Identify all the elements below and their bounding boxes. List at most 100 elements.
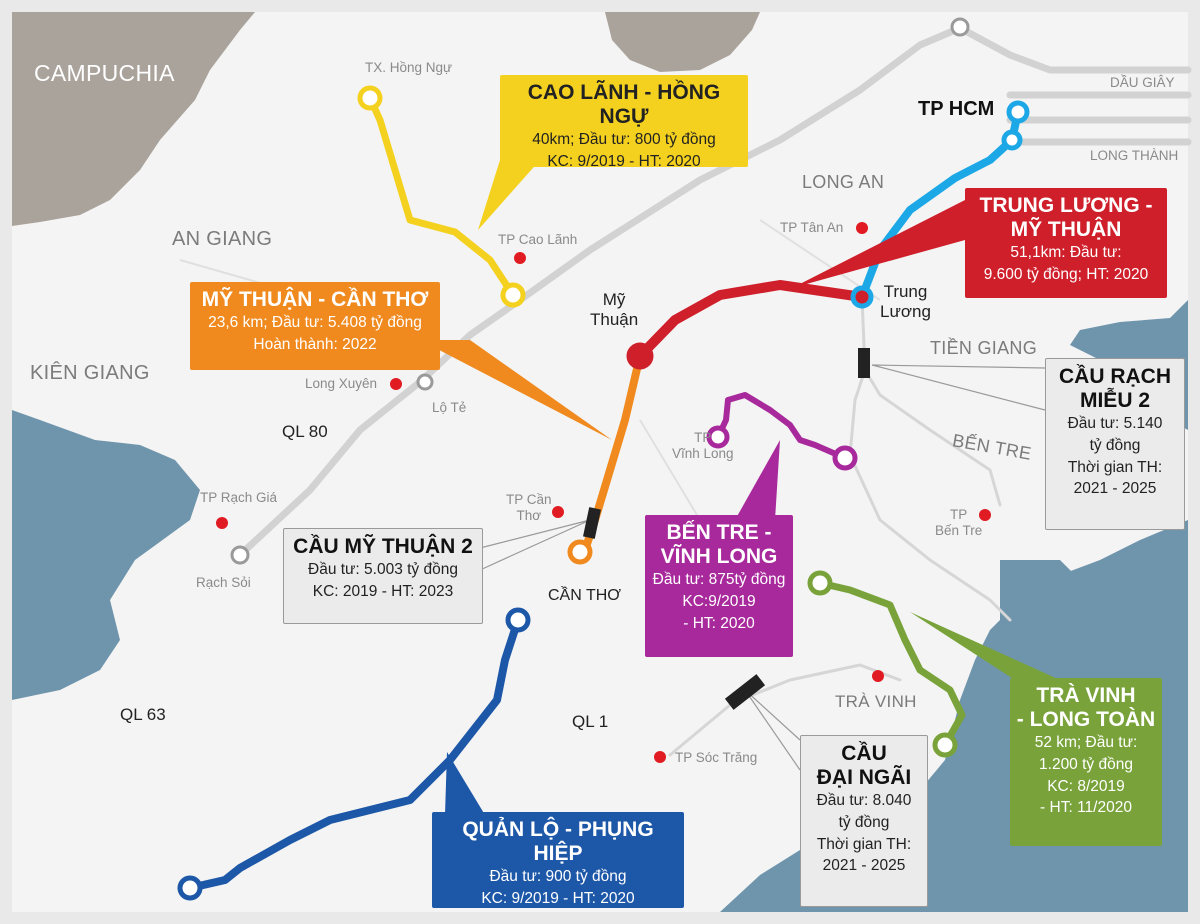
place-can-tho-city: TP Cần Thơ bbox=[506, 492, 552, 523]
project-detail: Thời gian TH: bbox=[1067, 458, 1163, 476]
city-dots bbox=[216, 222, 991, 763]
place-trung-luong-l1: Trung bbox=[883, 282, 928, 301]
route-tra-vinh-long-toan bbox=[816, 579, 966, 749]
place-vinh-long-l1: TP bbox=[694, 430, 712, 445]
project-cao-lanh-hong-ngu: CAO LÃNH - HỒNG NGỰ 40km; Đầu tư: 800 tỷ… bbox=[500, 75, 748, 170]
project-detail: Đầu tư: 8.040 bbox=[816, 792, 912, 810]
project-title-l1: BẾN TRE - bbox=[666, 521, 772, 544]
project-ben-tre-vinh-long: BẾN TRE - VĨNH LONG Đầu tư: 875tỷ đồng K… bbox=[645, 515, 793, 657]
project-detail: Hoàn thành: 2022 bbox=[253, 335, 377, 353]
pointer-trung-luong bbox=[792, 200, 965, 288]
place-vinh-long: TP Vĩnh Long bbox=[672, 430, 734, 461]
project-detail: 23,6 km; Đầu tư: 5.408 tỷ đồng bbox=[208, 314, 422, 332]
project-detail: 2021 - 2025 bbox=[822, 857, 906, 875]
place-can-tho: CẦN THƠ bbox=[548, 587, 621, 604]
project-detail: 52 km; Đầu tư: bbox=[1034, 734, 1138, 752]
project-cau-my-thuan-2: CẦU MỸ THUẬN 2 Đầu tư: 5.003 tỷ đồng KC:… bbox=[283, 528, 483, 624]
project-title: MỸ THUẬN - CẦN THƠ bbox=[201, 288, 429, 311]
place-cao-lanh: TP Cao Lãnh bbox=[498, 232, 578, 247]
place-soc-trang: TP Sóc Trăng bbox=[675, 750, 758, 765]
place-long-xuyen: Long Xuyên bbox=[305, 376, 378, 391]
project-detail: Đầu tư: 875tỷ đồng bbox=[652, 571, 786, 589]
project-title-l1: TRÀ VINH bbox=[1036, 684, 1136, 707]
pointer-tra-vinh bbox=[910, 612, 1060, 680]
project-title-l2: - LONG TOÀN bbox=[1016, 708, 1156, 732]
place-lo-te: Lộ Tẻ bbox=[432, 400, 467, 415]
place-hong-ngu: TX. Hồng Ngự bbox=[365, 60, 453, 75]
place-ben-tre-city-l1: TP bbox=[950, 507, 968, 522]
place-tp-hcm: TP HCM bbox=[918, 98, 995, 120]
place-trung-luong-l2: Lương bbox=[880, 301, 931, 321]
bridge-my-thuan-icon bbox=[583, 507, 601, 539]
place-vinh-long-l2: Vĩnh Long bbox=[672, 445, 734, 461]
route-ben-tre-vinh-long bbox=[715, 392, 848, 461]
pointer-cao-lanh bbox=[478, 160, 540, 230]
project-detail: 9.600 tỷ đồng; HT: 2020 bbox=[983, 265, 1149, 283]
project-detail: Đầu tư: 900 tỷ đồng bbox=[489, 868, 627, 886]
place-can-tho-city-l1: TP Cần bbox=[506, 492, 552, 507]
project-title: CẦU MỸ THUẬN 2 bbox=[293, 535, 473, 558]
region-tien-giang: TIỀN GIANG bbox=[930, 338, 1038, 358]
project-detail: 1.200 tỷ đồng bbox=[1039, 755, 1133, 773]
pointer-gray-lines bbox=[479, 364, 1046, 771]
place-dau-giay: DẦU GIÂY bbox=[1110, 75, 1175, 90]
project-title-l2: VĨNH LONG bbox=[660, 545, 778, 569]
pointer-quan-lo bbox=[445, 752, 485, 815]
project-detail: Thời gian TH: bbox=[816, 835, 912, 853]
project-title-l2: MIỄU 2 bbox=[1079, 389, 1150, 413]
place-rach-soi: Rạch Sỏi bbox=[196, 575, 251, 590]
project-detail: tỷ đồng bbox=[1089, 436, 1141, 454]
route-cao-lanh-hong-ngu bbox=[366, 94, 517, 299]
pointer-my-thuan-can-tho bbox=[420, 340, 612, 440]
project-title-l2: ĐẠI NGÃI bbox=[816, 766, 912, 790]
project-cau-rach-mieu-2: CẦU RẠCH MIỄU 2 Đầu tư: 5.140 tỷ đồng Th… bbox=[1045, 358, 1185, 530]
place-rach-gia: TP Rạch Giá bbox=[200, 490, 278, 505]
project-detail: KC: 8/2019 bbox=[1047, 777, 1125, 795]
project-detail: - HT: 11/2020 bbox=[1040, 799, 1132, 817]
place-my-thuan-l2: Thuận bbox=[590, 309, 639, 329]
place-my-thuan: Mỹ Thuận bbox=[590, 290, 638, 329]
project-detail: Đầu tư: 5.140 bbox=[1067, 415, 1163, 433]
project-detail: tỷ đồng bbox=[838, 813, 890, 831]
region-long-an: LONG AN bbox=[802, 172, 885, 192]
bridge-dai-ngai-icon bbox=[724, 674, 766, 710]
region-kien-giang: KIÊN GIANG bbox=[30, 362, 150, 384]
project-title-l1: CẦU bbox=[841, 742, 887, 765]
route-quan-lo-phung-hiep bbox=[186, 616, 522, 892]
road-ql80: QL 80 bbox=[282, 422, 328, 441]
bridge-icons bbox=[583, 348, 870, 710]
road-ql1: QL 1 bbox=[572, 712, 609, 731]
project-detail: 40km; Đầu tư: 800 tỷ đồng bbox=[532, 131, 716, 149]
project-title-l1: CẦU RẠCH bbox=[1059, 365, 1171, 388]
cambodia-area-2 bbox=[605, 12, 760, 72]
place-my-thuan-l1: Mỹ bbox=[602, 290, 626, 309]
road-network bbox=[236, 24, 1192, 559]
road-ql63: QL 63 bbox=[120, 705, 166, 724]
region-tra-vinh: TRÀ VINH bbox=[835, 692, 917, 711]
project-title-l1: TRUNG LƯƠNG - bbox=[979, 194, 1153, 217]
bridge-rach-mieu-icon bbox=[858, 348, 870, 378]
place-long-thanh: LONG THÀNH bbox=[1090, 148, 1179, 163]
pointer-ben-tre-vinh-long bbox=[735, 440, 780, 520]
cambodia-area bbox=[12, 12, 255, 226]
place-ben-tre-city-l2: Bến Tre bbox=[935, 522, 983, 538]
place-tan-an: TP Tân An bbox=[780, 220, 844, 235]
project-detail: 2021 - 2025 bbox=[1073, 480, 1157, 498]
project-detail: Đầu tư: 5.003 tỷ đồng bbox=[308, 561, 458, 579]
place-ben-tre-city: TP Bến Tre bbox=[935, 507, 982, 538]
project-detail: - HT: 2020 bbox=[683, 614, 755, 632]
project-trung-luong-my-thuan: TRUNG LƯƠNG - MỸ THUẬN 51,1km: Đầu tư: 9… bbox=[965, 188, 1167, 298]
project-title-l2: MỸ THUẬN bbox=[1010, 218, 1122, 242]
region-an-giang: AN GIANG bbox=[172, 228, 273, 250]
route-nodes bbox=[177, 17, 1030, 901]
project-detail: KC:9/2019 bbox=[682, 592, 756, 610]
route-trung-luong-my-thuan bbox=[635, 280, 867, 361]
place-can-tho-city-l2: Thơ bbox=[516, 507, 542, 523]
project-my-thuan-can-tho: MỸ THUẬN - CẦN THƠ 23,6 km; Đầu tư: 5.40… bbox=[190, 282, 440, 370]
project-detail: KC: 9/2019 - HT: 2020 bbox=[547, 152, 701, 170]
project-quan-lo-phung-hiep: QUẢN LỘ - PHỤNG HIỆP Đầu tư: 900 tỷ đồng… bbox=[432, 812, 684, 908]
region-campuchia: CAMPUCHIA bbox=[34, 60, 175, 86]
project-cau-dai-ngai: CẦU ĐẠI NGÃI Đầu tư: 8.040 tỷ đồng Thời … bbox=[800, 735, 928, 907]
place-trung-luong: Trung Lương bbox=[880, 282, 931, 321]
